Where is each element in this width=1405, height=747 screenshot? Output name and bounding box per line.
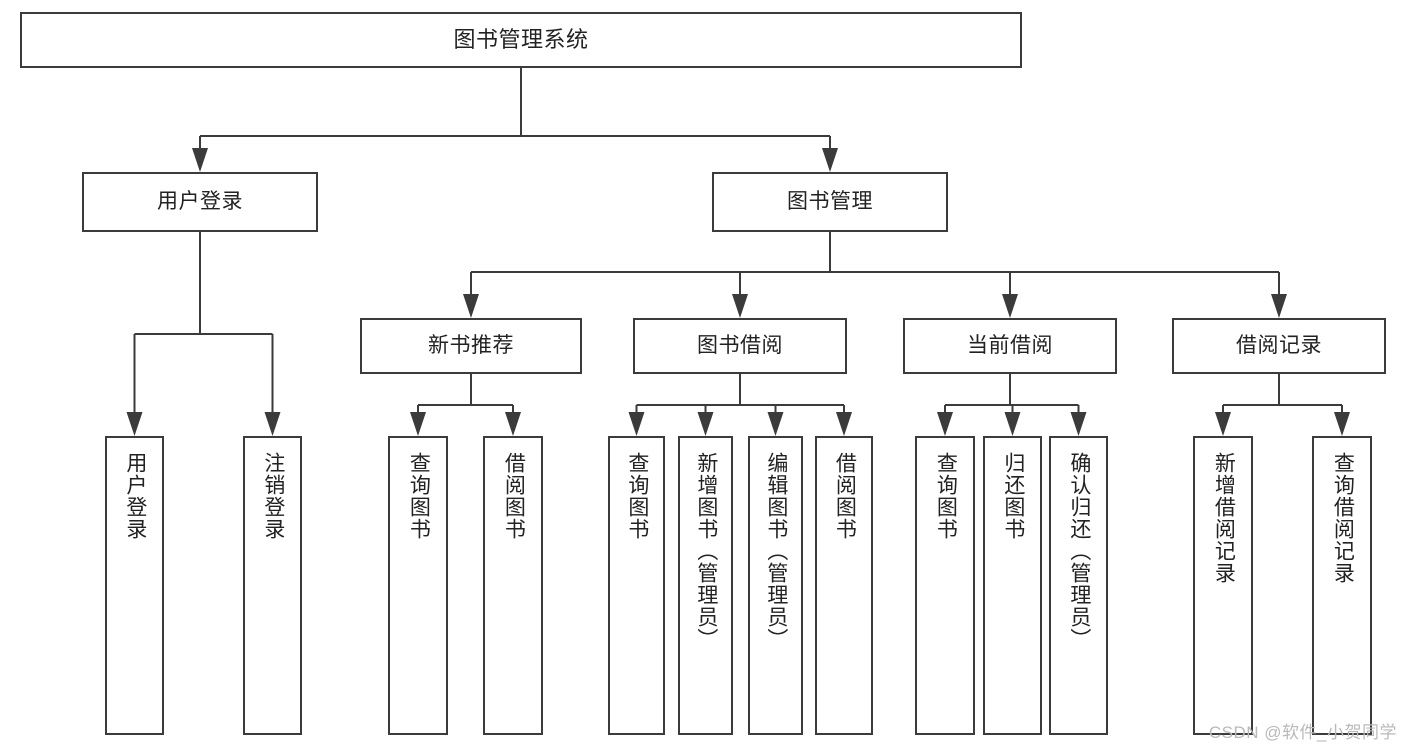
arrowhead-icon <box>192 148 208 172</box>
node-label: 查询图书 <box>934 452 958 540</box>
node-label: 当前借阅 <box>967 333 1053 357</box>
node-root[interactable]: 图书管理系统 <box>20 12 1022 68</box>
node-leaf-10[interactable]: 确认归还（管理员） <box>1049 436 1108 735</box>
node-label: 查询借阅记录 <box>1331 452 1355 584</box>
node-l3-0[interactable]: 新书推荐 <box>360 318 582 374</box>
arrowhead-icon <box>463 294 479 318</box>
node-label: 编辑图书（管理员） <box>764 452 788 650</box>
node-label: 新增图书（管理员） <box>694 452 718 650</box>
node-l3-3[interactable]: 借阅记录 <box>1172 318 1386 374</box>
arrowhead-icon <box>628 412 645 436</box>
node-label: 确认归还（管理员） <box>1067 452 1091 650</box>
arrowhead-icon <box>410 412 426 436</box>
arrowhead-icon <box>937 412 953 436</box>
node-leaf-2[interactable]: 查询图书 <box>388 436 448 735</box>
node-leaf-8[interactable]: 查询图书 <box>915 436 975 735</box>
node-label: 图书管理 <box>787 189 873 213</box>
node-leaf-0[interactable]: 用户登录 <box>105 436 164 735</box>
arrowhead-icon <box>697 412 714 436</box>
node-leaf-11[interactable]: 新增借阅记录 <box>1193 436 1253 735</box>
node-leaf-7[interactable]: 借阅图书 <box>815 436 873 735</box>
arrowhead-icon <box>264 412 281 436</box>
node-label: 新书推荐 <box>428 333 514 357</box>
node-label: 新增借阅记录 <box>1212 452 1236 584</box>
arrowhead-icon <box>1334 412 1350 436</box>
node-label: 借阅图书 <box>833 452 857 540</box>
node-leaf-1[interactable]: 注销登录 <box>243 436 302 735</box>
node-label: 查询图书 <box>625 452 649 540</box>
node-leaf-3[interactable]: 借阅图书 <box>483 436 543 735</box>
arrowhead-icon <box>1215 412 1231 436</box>
node-l3-1[interactable]: 图书借阅 <box>633 318 847 374</box>
arrowhead-icon <box>1002 294 1018 318</box>
node-leaf-4[interactable]: 查询图书 <box>608 436 665 735</box>
arrowhead-icon <box>732 294 748 318</box>
node-leaf-5[interactable]: 新增图书（管理员） <box>678 436 733 735</box>
arrowhead-icon <box>1070 412 1087 436</box>
watermark: CSDN @软件_小贺同学 <box>1208 723 1397 742</box>
node-l2-0[interactable]: 用户登录 <box>82 172 318 232</box>
node-label: 图书借阅 <box>697 333 783 357</box>
node-label: 图书管理系统 <box>453 27 589 53</box>
arrowhead-icon <box>505 412 521 436</box>
node-label: 注销登录 <box>261 452 285 540</box>
node-label: 用户登录 <box>123 452 147 540</box>
node-label: 借阅图书 <box>502 452 526 540</box>
node-l3-2[interactable]: 当前借阅 <box>903 318 1117 374</box>
node-label: 借阅记录 <box>1236 333 1322 357</box>
arrowhead-icon <box>126 412 143 436</box>
arrowhead-icon <box>1271 294 1287 318</box>
node-leaf-12[interactable]: 查询借阅记录 <box>1312 436 1372 735</box>
node-label: 用户登录 <box>157 189 243 213</box>
node-l2-1[interactable]: 图书管理 <box>712 172 948 232</box>
node-label: 查询图书 <box>407 452 431 540</box>
arrowhead-icon <box>822 148 838 172</box>
node-leaf-9[interactable]: 归还图书 <box>983 436 1042 735</box>
node-leaf-6[interactable]: 编辑图书（管理员） <box>748 436 803 735</box>
arrowhead-icon <box>767 412 784 436</box>
arrowhead-icon <box>1004 412 1021 436</box>
arrowhead-icon <box>836 412 852 436</box>
node-label: 归还图书 <box>1001 452 1025 540</box>
